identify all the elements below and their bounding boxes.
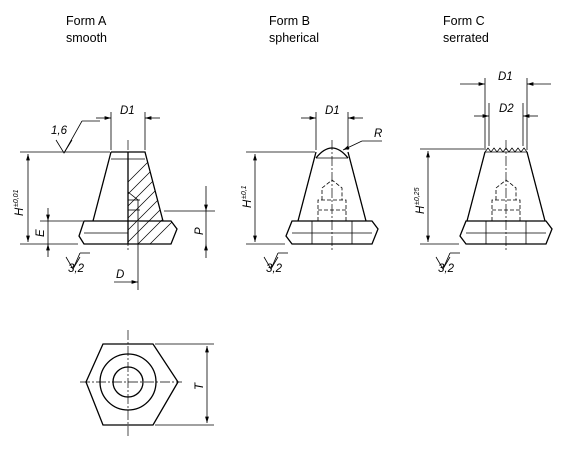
form-c-roughness-3-2-label: 3,2 xyxy=(438,263,455,275)
form-c-title: Form C xyxy=(443,14,485,28)
form-a-drawing xyxy=(78,140,178,252)
form-b-roughness-3-2-label: 3,2 xyxy=(266,263,283,275)
form-c-d1-dimension: D1 xyxy=(460,71,551,150)
form-a-title: Form A xyxy=(66,14,107,28)
form-b-drawing xyxy=(285,140,379,252)
form-c-d2-label: D2 xyxy=(499,103,514,115)
form-b-r-dimension: R xyxy=(342,128,382,151)
form-a-h-dimension: H ±0,01 xyxy=(13,151,110,245)
form-a-p-label: P xyxy=(194,227,206,235)
roughness-1-6-label: 1,6 xyxy=(51,125,68,137)
form-b-d1-label: D1 xyxy=(325,105,340,117)
form-b-roughness-base: 3,2 xyxy=(263,252,288,275)
form-a-d1-dimension: D1 xyxy=(96,105,160,150)
form-c-drawing xyxy=(459,140,553,252)
form-b-r-label: R xyxy=(374,128,382,140)
form-c-roughness-base: 3,2 xyxy=(435,252,460,275)
form-a-roughness-3-2-label: 3,2 xyxy=(68,263,85,275)
form-c-d2-dimension: D2 xyxy=(474,103,538,146)
hex-t-label: T xyxy=(194,382,206,390)
form-a-p-dimension: P xyxy=(164,186,215,258)
form-a-e-label: E xyxy=(35,229,47,237)
form-a-d1-label: D1 xyxy=(120,105,135,117)
form-a-subtitle: smooth xyxy=(66,31,107,45)
form-b-subtitle: spherical xyxy=(269,31,319,45)
form-a-d-dimension: D xyxy=(114,222,139,290)
form-a-roughness-base: 3,2 xyxy=(65,252,90,275)
form-b-h-label: H xyxy=(242,199,254,208)
form-c-h-dimension: H ±0,25 xyxy=(414,148,484,245)
form-b-d1-dimension: D1 xyxy=(301,105,363,150)
form-c-d1-label: D1 xyxy=(498,71,513,83)
form-b-title: Form B xyxy=(269,14,310,28)
form-b-h-dimension: H ±0,1 xyxy=(241,151,315,245)
hex-t-dimension: T xyxy=(155,343,214,426)
form-c-h-label: H xyxy=(415,205,427,214)
form-c-subtitle: serrated xyxy=(443,31,489,45)
form-a-e-dimension: E xyxy=(35,208,83,257)
form-a-roughness-top: 1,6 xyxy=(51,120,100,154)
form-c-h-tolerance: ±0,25 xyxy=(414,187,421,205)
hex-top-view xyxy=(80,330,182,438)
form-a-h-tolerance: ±0,01 xyxy=(13,189,20,207)
form-a-d-label: D xyxy=(116,269,124,281)
form-b-h-tolerance: ±0,1 xyxy=(241,185,248,199)
form-a-h-label: H xyxy=(14,207,26,216)
